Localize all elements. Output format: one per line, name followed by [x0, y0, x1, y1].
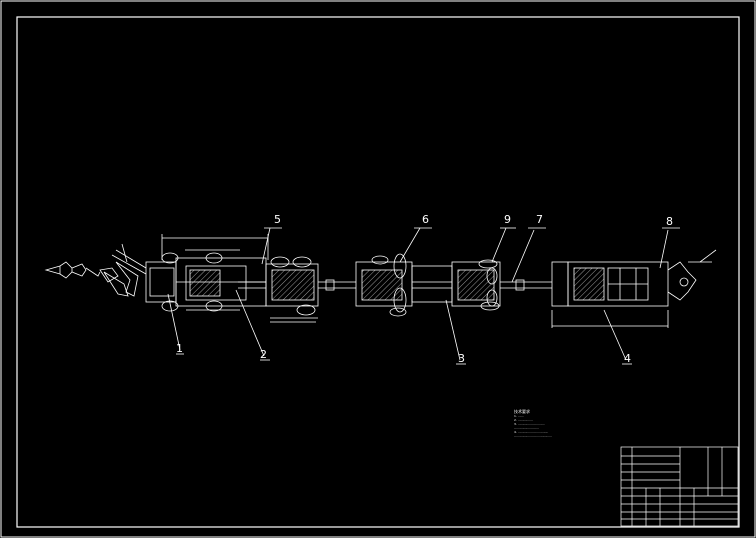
notes-line: 4. ................................	[514, 430, 549, 434]
drill-bit	[44, 261, 101, 279]
callout-4: 4	[624, 352, 631, 365]
notes-line: ........................................	[514, 434, 553, 438]
leaders	[167, 227, 680, 365]
claw-segments	[99, 243, 147, 297]
callout-9: 9	[504, 213, 511, 226]
inner-frame	[16, 16, 740, 528]
notes-title: 技术要求	[514, 409, 530, 414]
callout-7: 7	[536, 213, 543, 226]
notes-line: ..........................	[514, 426, 539, 430]
title-block	[620, 446, 739, 527]
callout-8: 8	[666, 215, 673, 228]
notes-line: 3. ............................	[514, 422, 545, 426]
section-2	[238, 256, 356, 319]
section-5	[551, 249, 717, 328]
callout-5: 5	[274, 213, 281, 226]
technical-notes: 技术要求 1. ...... 2. ................ 3. ..…	[514, 409, 594, 439]
callout-2: 2	[260, 348, 267, 361]
callout-6: 6	[422, 213, 429, 226]
notes-line: 1. ......	[514, 414, 524, 418]
assembly	[44, 227, 717, 365]
section-3	[355, 253, 453, 317]
section-4	[451, 259, 552, 311]
callout-3: 3	[458, 352, 465, 365]
callout-1: 1	[176, 342, 183, 355]
notes-line: 2. ................	[514, 418, 534, 422]
